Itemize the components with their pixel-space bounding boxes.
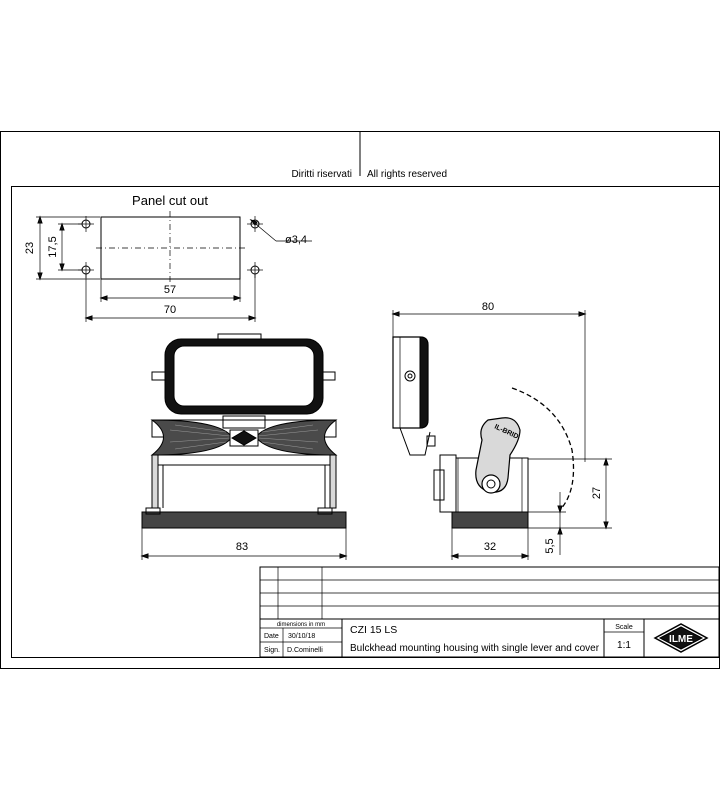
- housing-shell-left: [150, 419, 233, 456]
- product-code: CZI 15 LS: [350, 624, 397, 636]
- dim-cutout-width-inner: 57: [164, 284, 176, 296]
- date-value: 30/10/18: [288, 633, 315, 640]
- dim-cutout-height-outer: 23: [24, 242, 36, 254]
- panel-cutout-view: Panel cut out 23: [24, 193, 312, 322]
- cover-screw-icon: [404, 370, 416, 382]
- dim-side-base-height: 5,5: [544, 538, 556, 553]
- dim-cutout-width-outer: 70: [164, 304, 176, 316]
- drawing-frame: [11, 186, 720, 658]
- ilme-logo: ILME: [653, 623, 709, 653]
- sheet-border: [0, 131, 720, 669]
- scale-label: Scale: [615, 624, 633, 631]
- panel-cutout-title: Panel cut out: [132, 193, 208, 208]
- sign-label: Sign.: [264, 647, 280, 654]
- lever-swing-arc: [511, 387, 575, 511]
- dim-side-base-width: 32: [484, 541, 496, 553]
- sign-value: D.Cominelli: [287, 647, 323, 654]
- rights-reserved-it: Diritti riservati: [291, 169, 352, 180]
- front-base-plate: [141, 511, 347, 529]
- side-base-plate: [451, 511, 529, 529]
- dim-cutout-height-inner: 17,5: [47, 236, 59, 257]
- logo-text: ILME: [669, 634, 693, 645]
- product-description: Bulckhead mounting housing with single l…: [350, 643, 600, 654]
- title-block: dimensions in mm Date 30/10/18 Sign. D.C…: [259, 566, 720, 658]
- dim-side-height: 27: [591, 487, 603, 499]
- housing-shell-right: [255, 419, 338, 456]
- dim-hole-diameter: ø3,4: [285, 234, 307, 246]
- date-label: Date: [264, 633, 279, 640]
- dim-front-width: 83: [236, 541, 248, 553]
- side-lever: [475, 417, 521, 493]
- dim-side-overall: 80: [482, 301, 494, 313]
- lever-pivot-icon: [481, 474, 501, 494]
- scale-value: 1:1: [617, 640, 631, 651]
- dimensions-note: dimensions in mm: [277, 622, 325, 628]
- side-view: IL-BRID 80 27 32 5,5: [391, 301, 612, 560]
- front-view: 83: [140, 333, 348, 560]
- rights-reserved-en: All rights reserved: [367, 169, 447, 180]
